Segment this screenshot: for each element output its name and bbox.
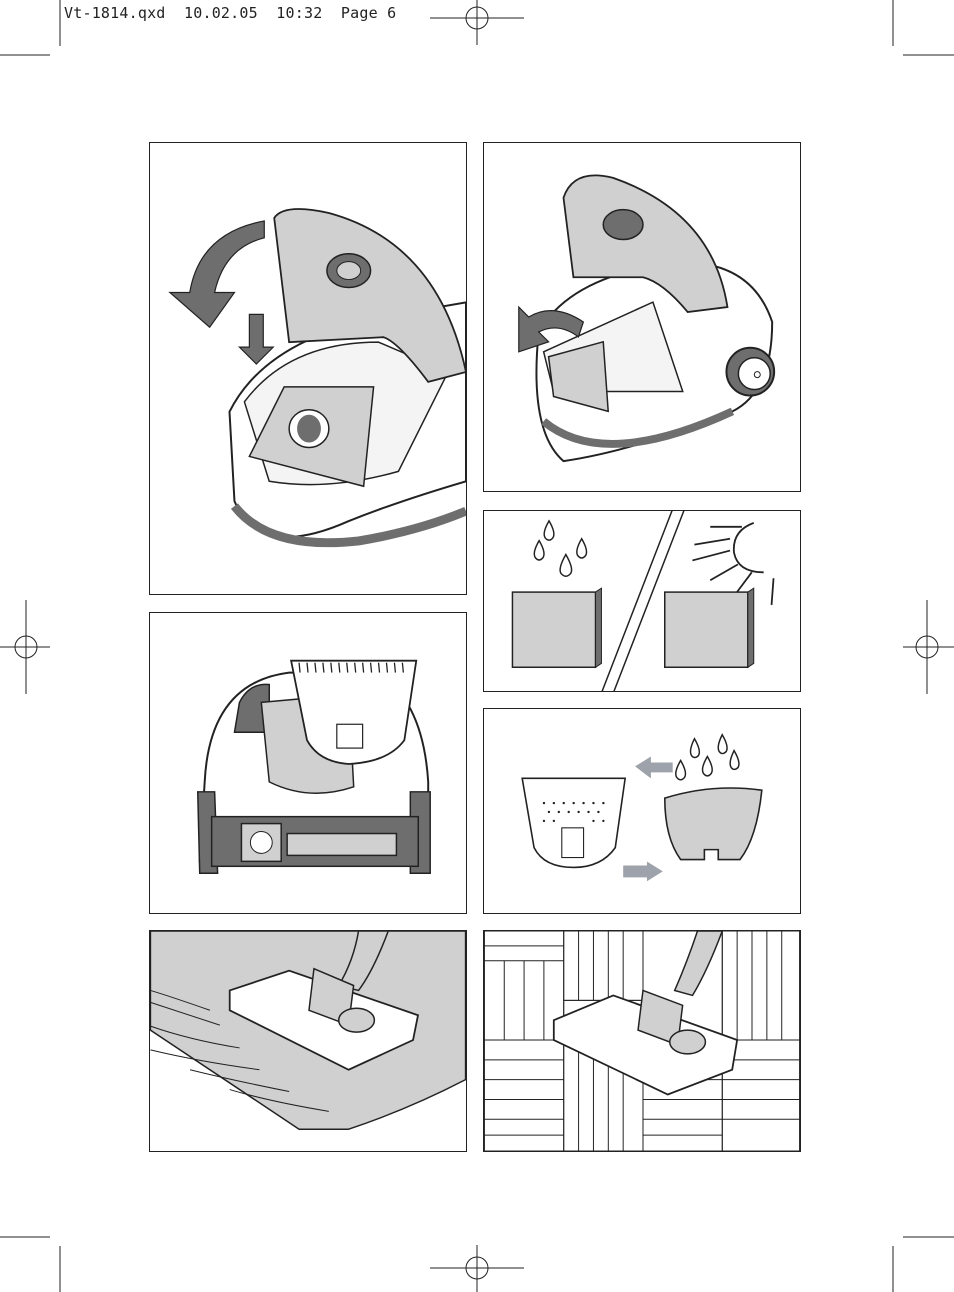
filter-holder-illustration [484,143,800,491]
arrow-left-icon [635,757,673,779]
wash-dry-illustration [484,511,800,691]
bag-insertion-illustration [150,143,466,594]
figure-nozzle-carpet [149,930,467,1152]
grille-washing-illustration [484,709,800,913]
figure-rear-grille [149,612,467,914]
figure-filter-wash-dry [483,510,801,692]
water-drop-icon [544,521,554,540]
figure-grille-washing [483,708,801,914]
rear-grille-illustration [150,613,466,913]
figure-bag-insertion [149,142,467,595]
nozzle-parquet-illustration [484,931,800,1151]
arrow-right-icon [623,862,663,882]
sun-icon [734,523,764,572]
figure-filter-holder-removal [483,142,801,492]
nozzle-carpet-illustration [150,931,466,1151]
figure-nozzle-parquet [483,930,801,1152]
